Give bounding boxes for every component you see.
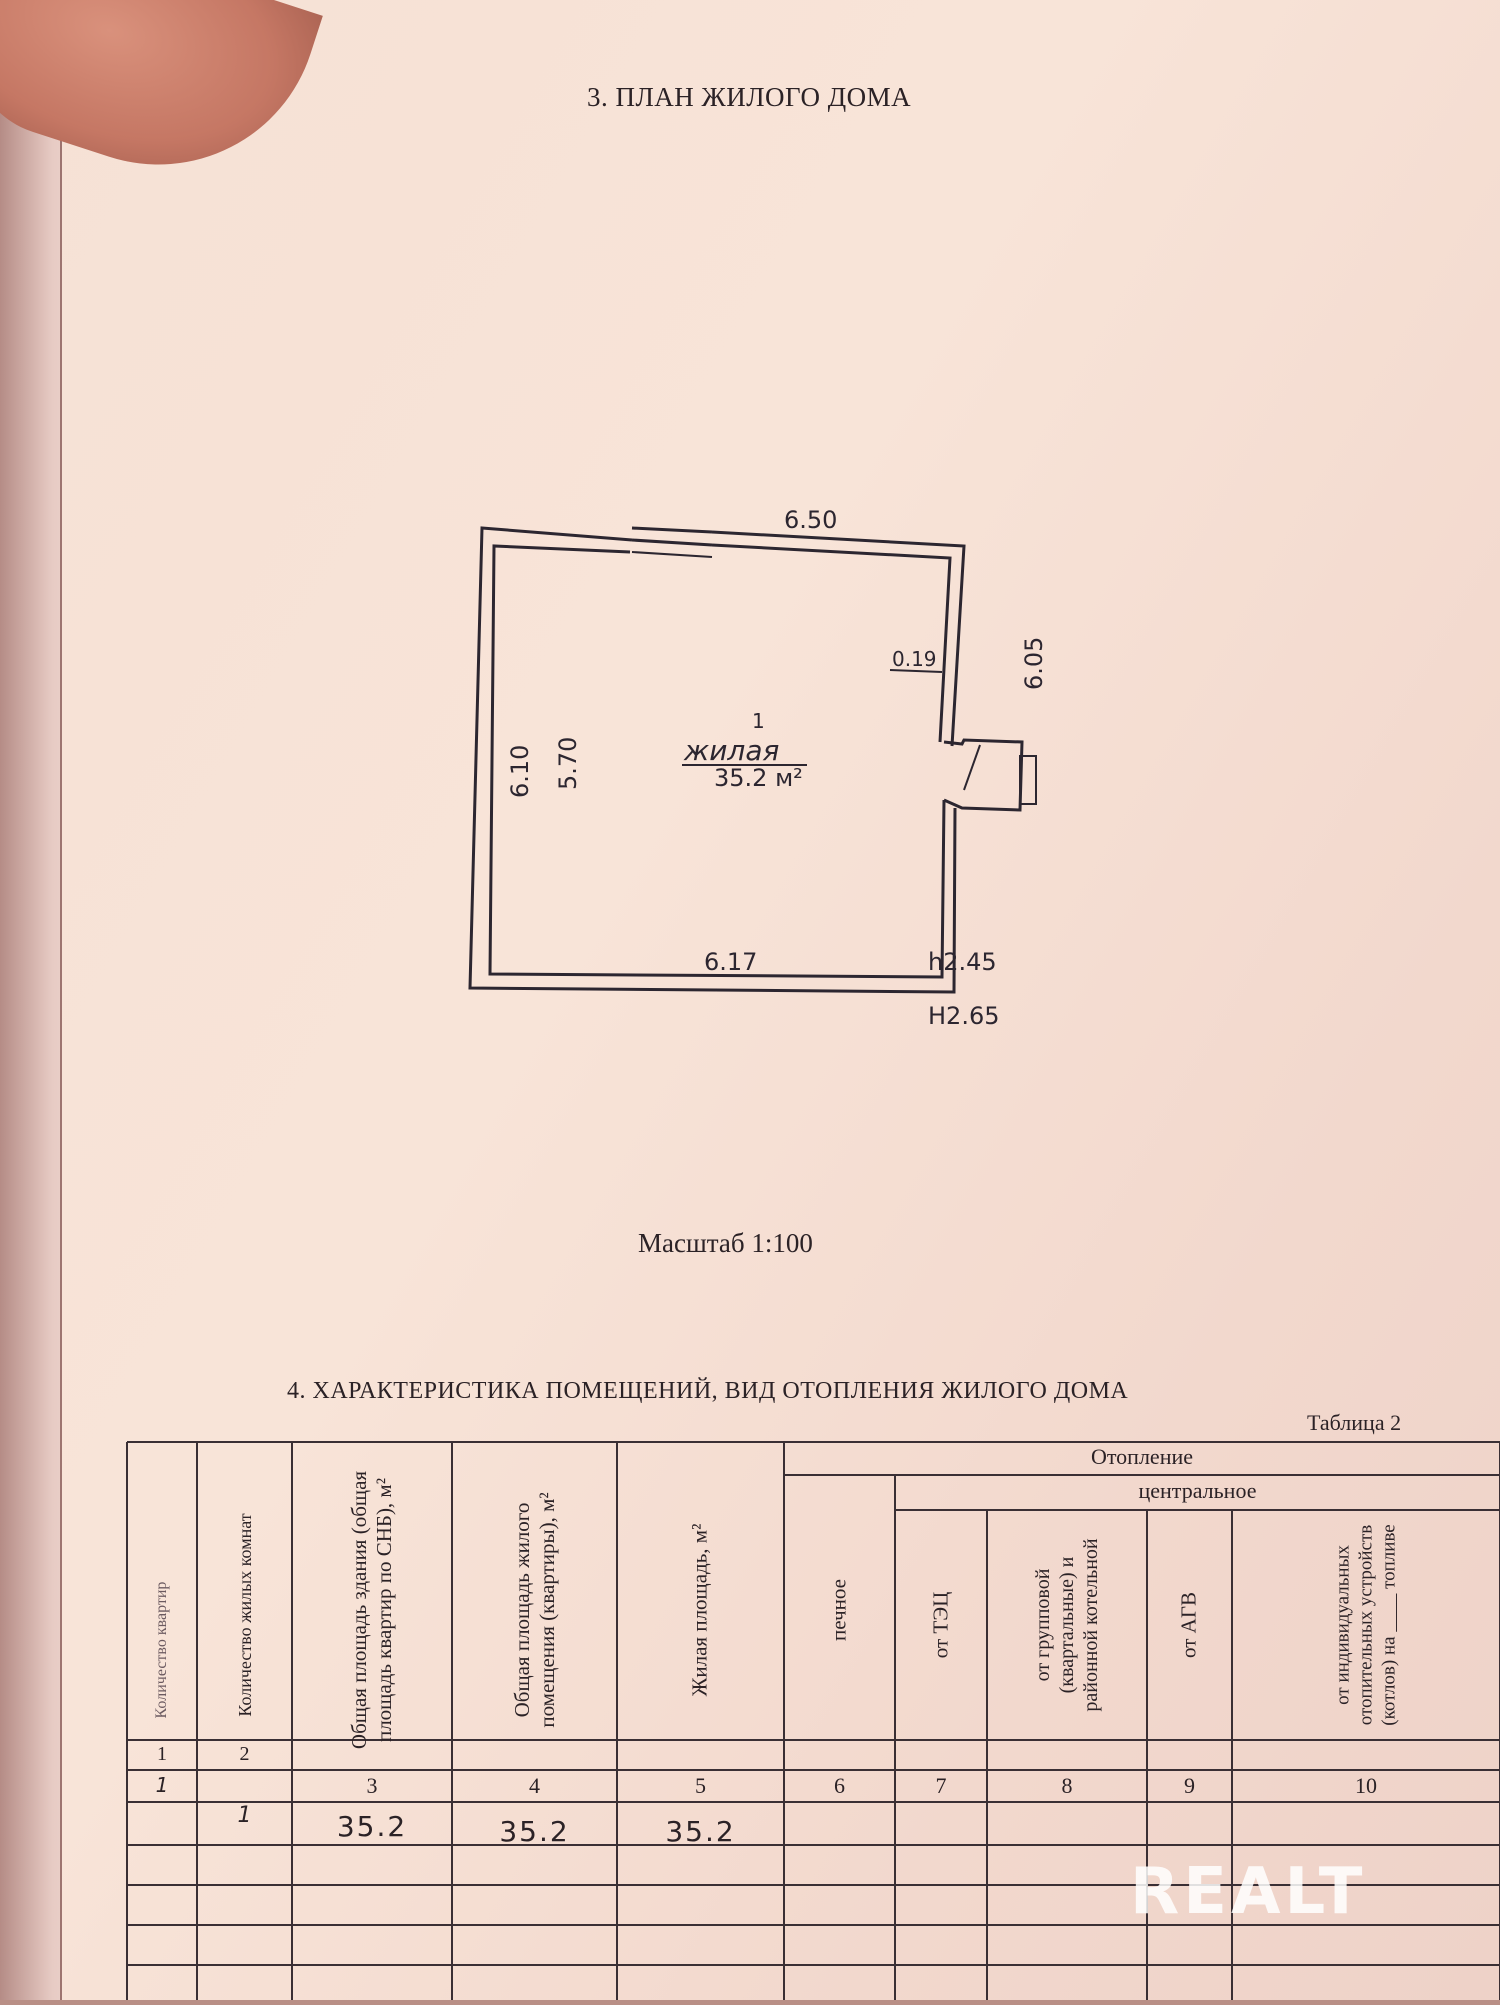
col-header-1: Количество квартир [153,1581,170,1719]
dim-top: 6.50 [784,506,837,534]
table-heading: 4. ХАРАКТЕРИСТИКА ПОМЕЩЕНИЙ, ВИД ОТОПЛЕН… [287,1378,1129,1404]
document-page: 3. ПЛАН ЖИЛОГО ДОМА 1 жилая 35.2 м² 6.50… [60,0,1500,2000]
col-num-1: 1 [157,1743,167,1765]
plan-scale: Масштаб 1:100 [638,1228,813,1258]
col-num-8: 8 [1061,1773,1073,1798]
outer-wall-right-top [711,530,966,747]
group-heating: Отопление [1090,1444,1194,1469]
col-header-7: от ТЭЦ [928,1591,953,1659]
col-num-9: 9 [1184,1773,1195,1798]
inner-wall-right-top [711,543,952,743]
group-central: центральное [1138,1478,1257,1503]
col-header-5: Жилая площадь, м² [687,1523,712,1697]
col-header-2: Количество жилых комнат [235,1513,255,1717]
dim-bottom: 6.17 [704,948,757,976]
cell-building-area: 35.2 [336,1810,408,1843]
col-num-3: 3 [366,1773,378,1798]
table-caption: Таблица 2 [1307,1410,1402,1435]
cell-living-area: 35.2 [665,1815,736,1848]
col-num-7: 7 [935,1773,947,1798]
dim-wall: 0.19 [892,647,937,671]
cell-apartment-area: 35.2 [499,1815,570,1848]
dim-right: 6.05 [1020,637,1048,690]
col-num-4: 4 [529,1773,540,1798]
characteristics-table: Отопление центральное Количество квартир… [117,1440,1500,2000]
plan-heading: 3. ПЛАН ЖИЛОГО ДОМА [587,82,912,112]
cell-rooms: 1 [237,1803,252,1828]
dim-outer-height: H2.65 [928,1002,999,1030]
col-header-10: от индивидуальных отопительных устройств… [1332,1524,1400,1726]
col-num-2: 2 [239,1743,250,1765]
cell-apartments: 1 [155,1773,169,1797]
inner-wall [488,544,946,979]
room-number: 1 [752,709,765,733]
dim-left-inner: 5.70 [554,737,582,790]
col-header-9: от АГВ [1176,1592,1201,1658]
room-area: 35.2 м² [714,764,803,792]
dim-inner-height: h2.45 [928,948,997,976]
col-num-5: 5 [695,1773,706,1798]
floor-plan: 1 жилая 35.2 м² 6.50 0.19 6.05 6.10 5.70… [468,506,1048,1030]
col-header-6: печное [826,1579,851,1641]
col-header-8: от групповой (квартальные) и районной ко… [1032,1538,1102,1712]
porch [943,738,1024,812]
col-header-4: Общая площадь жилого помещения (квартиры… [510,1492,559,1728]
col-header-3: Общая площадь здания (общая площадь квар… [347,1470,396,1750]
outer-wall [468,526,957,994]
room-name: жилая [683,734,779,767]
col-num-6: 6 [834,1773,845,1798]
realt-watermark: REALT [1130,1855,1367,1929]
dim-left-outer: 6.10 [506,745,534,798]
table-grid [126,1441,1500,2000]
col-num-10: 10 [1355,1773,1377,1798]
